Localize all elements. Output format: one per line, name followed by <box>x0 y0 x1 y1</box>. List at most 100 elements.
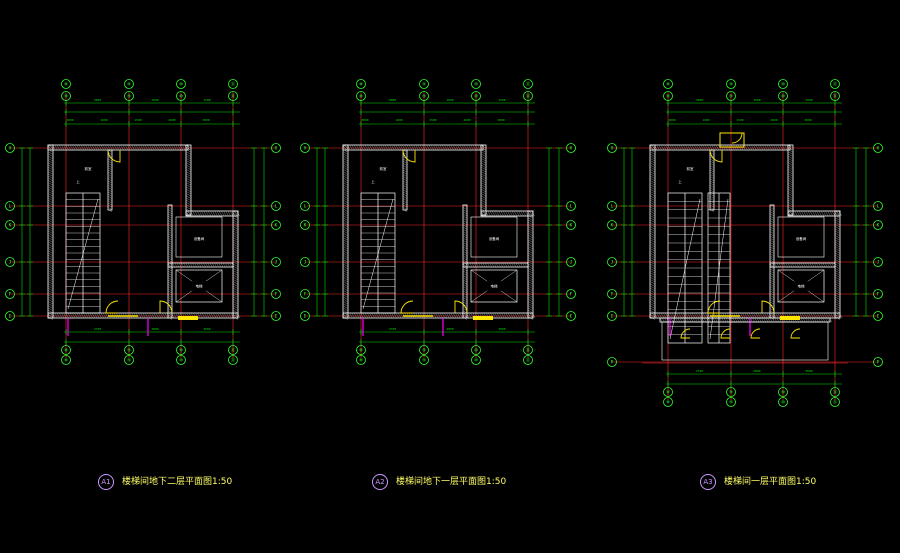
bubble-bot-2-label: ⑩ <box>781 390 786 396</box>
bubble-top-1 <box>419 79 429 89</box>
wall-inner-1 <box>709 149 715 211</box>
bubble-bot-2 <box>471 345 481 355</box>
bubble-bot2-0 <box>356 355 366 365</box>
wall-inner-2 <box>167 204 173 319</box>
bubble-top2-3-label: ⑪ <box>833 93 838 100</box>
bubble-top2-2-label: ⑩ <box>179 94 184 100</box>
wall-inner-2-hatch <box>769 204 775 320</box>
bubble-top-2 <box>176 79 186 89</box>
bubble-right-6 <box>873 357 883 367</box>
wall-inner-1-hatch <box>107 149 113 212</box>
bubble-right-5-label: E <box>570 314 573 320</box>
bubble-bot2-1 <box>124 355 134 365</box>
bubble-bot2-3-label: ⑪ <box>526 357 531 364</box>
door-1-2 <box>402 149 416 163</box>
wall-inner-3-hatch <box>462 262 530 268</box>
label-up-1: 上 <box>76 179 80 184</box>
dim-bot-0: 2700 <box>94 327 101 331</box>
bubble-top2-0-label: ⑧ <box>666 94 671 100</box>
bubble-left-2-label: K <box>611 223 614 229</box>
dim-top2-2: 1500 <box>736 118 743 122</box>
door-mark-3 <box>780 316 800 320</box>
wall-inner-2 <box>462 204 468 319</box>
bubble-left-0 <box>5 143 15 153</box>
bubble-bot-3 <box>228 345 238 355</box>
bubble-left-2 <box>300 220 310 230</box>
bubble-bot2-1 <box>419 355 429 365</box>
bubble-top2-0-label: ⑧ <box>359 94 364 100</box>
plan-number-1: A1 <box>98 474 114 490</box>
bubble-right-2-label: K <box>275 223 278 229</box>
bubble-bot2-3-label: ⑪ <box>833 399 838 406</box>
bubble-bot-2-label: ⑩ <box>474 348 479 354</box>
door-mark-2 <box>473 316 493 320</box>
bubble-top2-1-label: ⑨ <box>729 94 734 100</box>
wall-right-hatch <box>232 210 239 320</box>
bubble-left-6 <box>607 357 617 367</box>
bubble-top-0 <box>663 79 673 89</box>
bubble-left-5-label: E <box>304 314 307 320</box>
bubble-bot2-2 <box>176 355 186 365</box>
bubble-left-4 <box>300 289 310 299</box>
bubble-bot-0-label: ⑧ <box>666 390 671 396</box>
dim-top-2: 1500 <box>805 98 812 102</box>
bubble-right-5-label: E <box>877 314 880 320</box>
wall-left-hatch <box>47 144 54 320</box>
door-2-3 <box>707 300 721 314</box>
bubble-right-3 <box>271 257 281 267</box>
elevator-3: 电梯 <box>777 269 825 303</box>
bubble-left-3 <box>5 257 15 267</box>
bubble-left-2 <box>5 220 15 230</box>
bubble-left-4 <box>5 289 15 299</box>
bubble-left-6-label: P <box>611 360 614 366</box>
dim-top-2: 1500 <box>498 98 505 102</box>
wall-inner-1 <box>402 149 408 211</box>
dim-top2-0: 3000 <box>361 118 368 122</box>
bubble-right-3-label: J <box>275 260 278 266</box>
ground-door-1 <box>720 328 731 339</box>
dim-bot-0: 2700 <box>696 369 703 373</box>
wall-left <box>47 144 54 319</box>
bubble-top-3-label: ⑪ <box>526 81 531 88</box>
bubble-bot2-2-label: ⑩ <box>781 400 786 406</box>
walls-3 <box>649 144 843 323</box>
wall-bottom-hatch <box>649 312 843 319</box>
label-up-3: 上 <box>678 179 682 184</box>
bubble-bot2-0-label: ⑧ <box>64 358 69 364</box>
bubble-top2-3 <box>228 91 238 101</box>
bubble-top-2-label: ⑩ <box>781 82 786 88</box>
bubble-bot-0-label: ⑧ <box>359 348 364 354</box>
bubble-top2-3-label: ⑪ <box>526 93 531 100</box>
bubble-top2-3 <box>523 91 533 101</box>
bubble-top2-3 <box>830 91 840 101</box>
ground-door-3 <box>790 328 801 339</box>
bubble-left-1 <box>300 201 310 211</box>
bubble-bot-1 <box>419 345 429 355</box>
dim-top-0: 3000 <box>389 98 396 102</box>
label-up-2: 上 <box>371 179 375 184</box>
bubble-left-4-label: F <box>611 292 614 298</box>
wall-ground-ext-hatch <box>659 317 832 323</box>
dim-top2-0: 3000 <box>668 118 675 122</box>
dim-top-1: 1600 <box>753 98 760 102</box>
bubble-top2-1 <box>419 91 429 101</box>
stair-b-3 <box>707 192 731 344</box>
wall-notch-h-hatch <box>480 210 535 217</box>
bubble-right-1-label: L <box>275 204 278 210</box>
door-3-2 <box>454 300 468 314</box>
bubble-top-1 <box>124 79 134 89</box>
bubble-right-2-label: K <box>570 223 573 229</box>
dim-top2-2: 1500 <box>429 118 436 122</box>
bubble-left-3-label: J <box>9 260 12 266</box>
bubble-top-0-label: ⑧ <box>359 82 364 88</box>
bubble-top-2-label: ⑩ <box>474 82 479 88</box>
wall-top-hatch <box>342 144 485 151</box>
bubble-bot-0 <box>663 387 673 397</box>
